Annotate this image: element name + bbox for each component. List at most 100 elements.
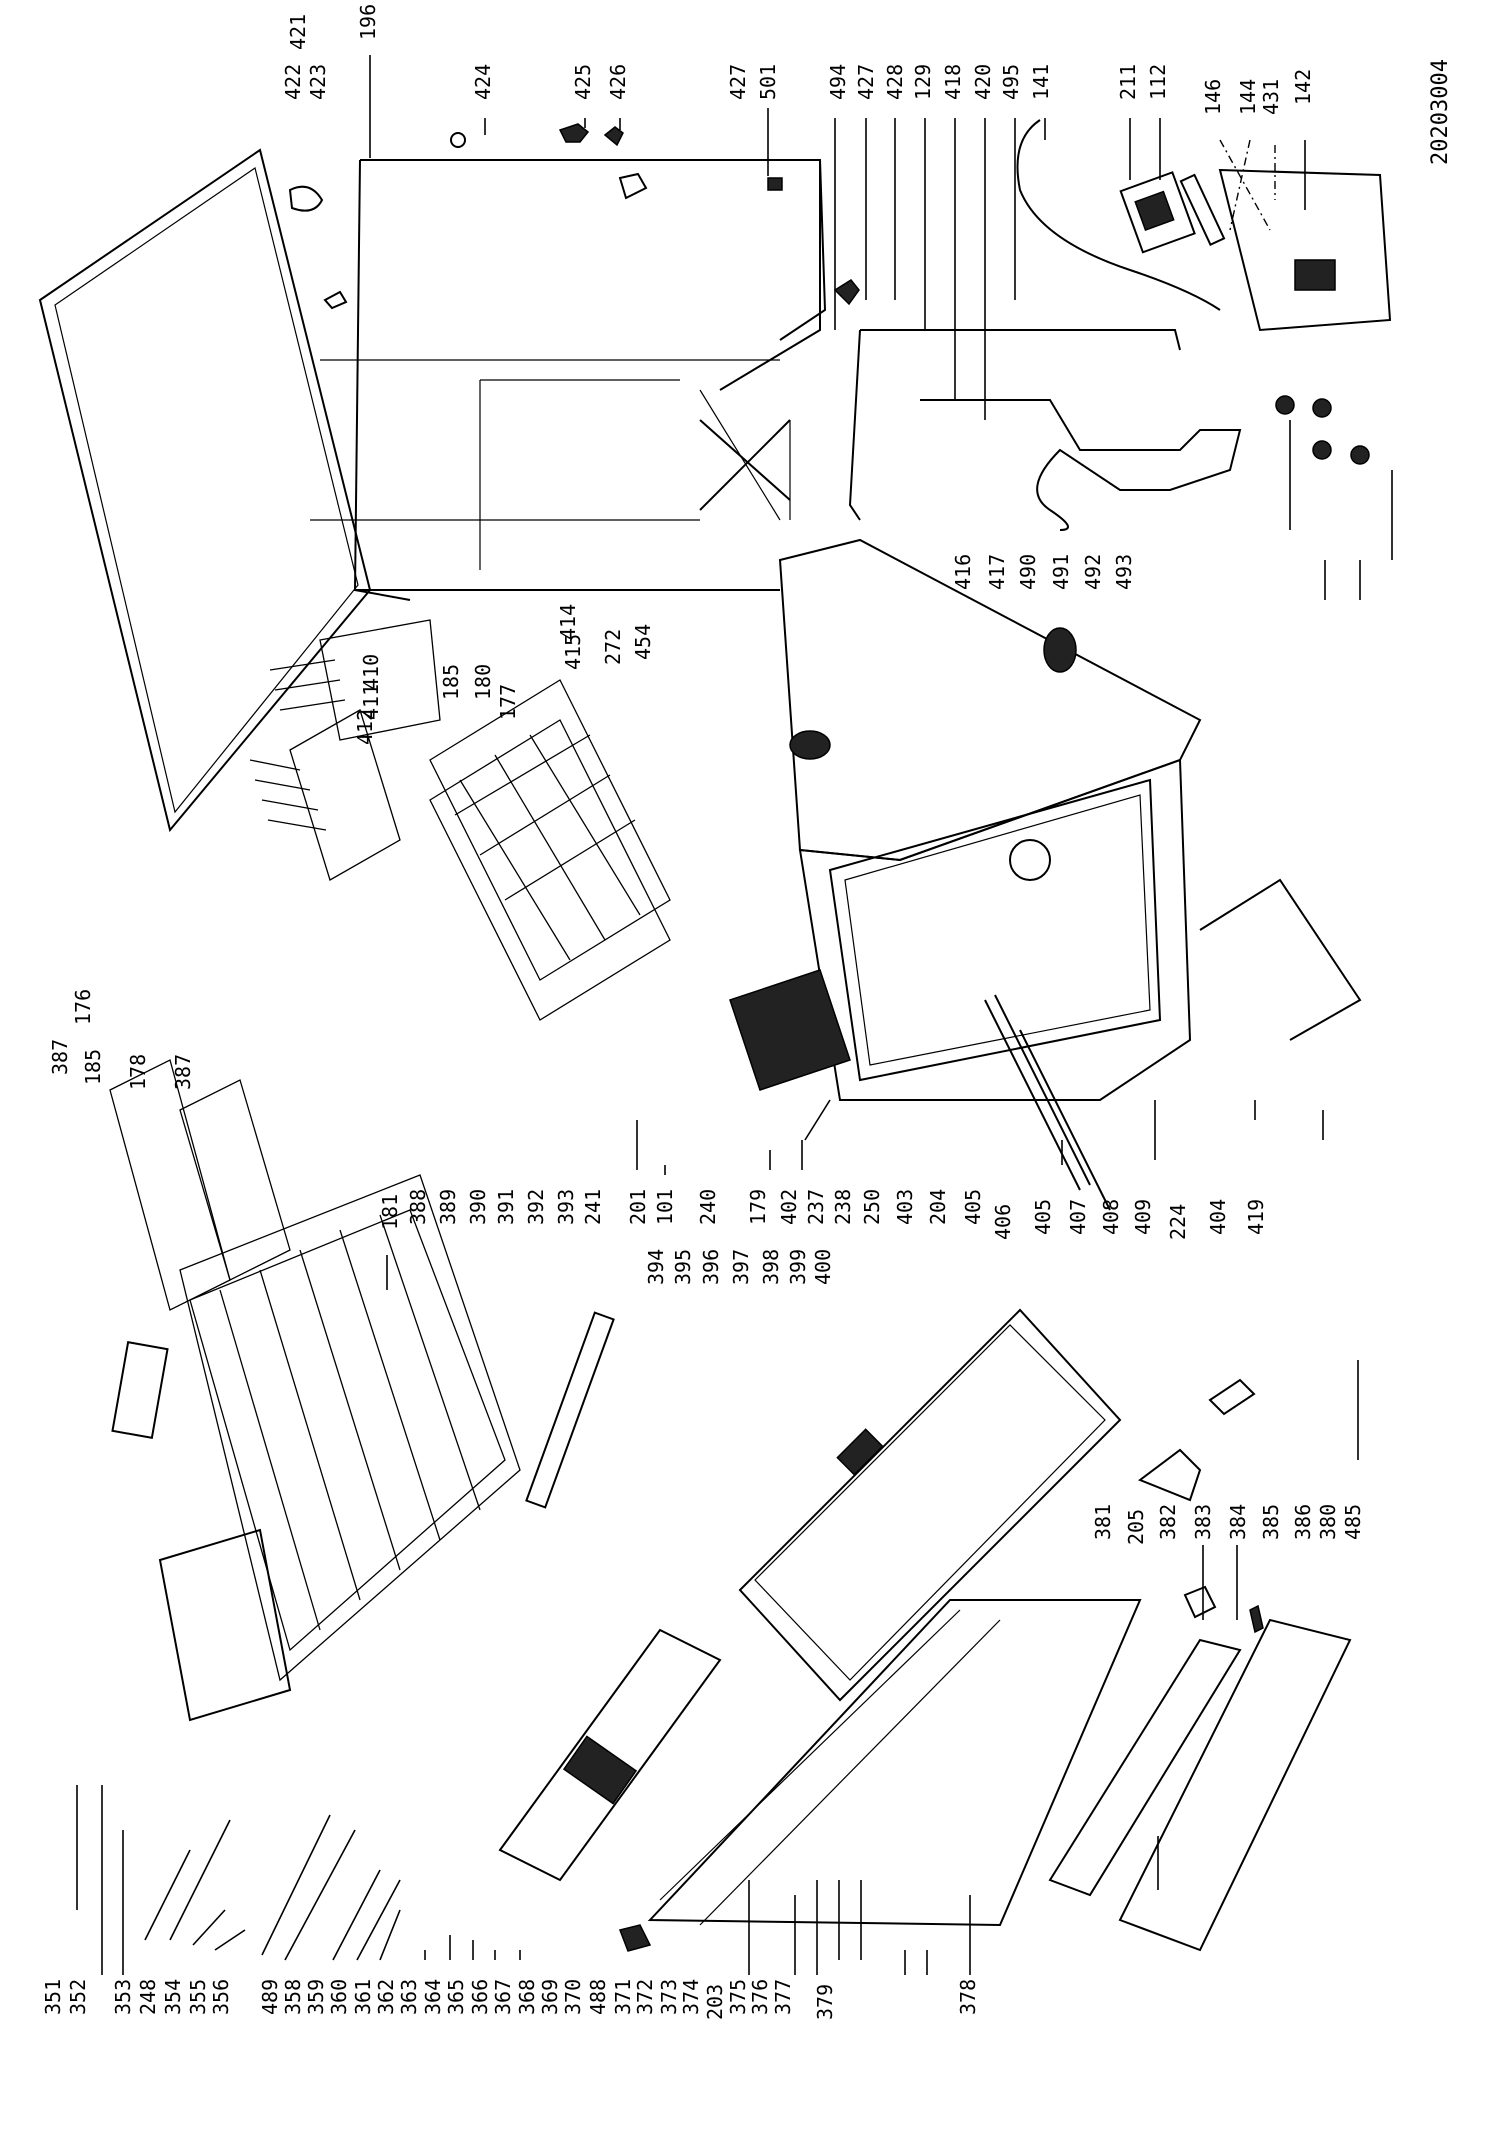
part-label-397: 397 bbox=[729, 1249, 753, 1285]
part-label-488: 488 bbox=[586, 1979, 610, 2015]
part-label-129: 129 bbox=[911, 64, 935, 100]
rails-403-406 bbox=[984, 994, 1111, 1211]
part-label-408: 408 bbox=[1099, 1199, 1123, 1235]
part-label-367: 367 bbox=[491, 1979, 515, 2015]
hardware-501 bbox=[767, 177, 783, 191]
part-label-248: 248 bbox=[136, 1979, 160, 2015]
part-label-177: 177 bbox=[496, 684, 520, 720]
part-label-384: 384 bbox=[1226, 1504, 1250, 1540]
upper-rack bbox=[429, 679, 671, 1021]
part-label-364: 364 bbox=[421, 1979, 445, 2015]
part-label-423: 423 bbox=[306, 64, 330, 100]
part-label-352: 352 bbox=[66, 1979, 90, 2015]
door-hinge-arm-224 bbox=[1199, 878, 1362, 1041]
part-label-404: 404 bbox=[1206, 1199, 1230, 1235]
part-label-369: 369 bbox=[538, 1979, 562, 2015]
part-label-372: 372 bbox=[633, 1979, 657, 2015]
part-label-400: 400 bbox=[811, 1249, 835, 1285]
part-label-370: 370 bbox=[561, 1979, 585, 2015]
part-label-396: 396 bbox=[699, 1249, 723, 1285]
part-label-224: 224 bbox=[1166, 1204, 1190, 1240]
part-label-416: 416 bbox=[951, 554, 975, 590]
part-label-250: 250 bbox=[860, 1189, 884, 1225]
control-panel-348 bbox=[498, 1628, 722, 1882]
part-label-402: 402 bbox=[777, 1189, 801, 1225]
part-label-425: 425 bbox=[571, 64, 595, 100]
tub-272 bbox=[778, 538, 1202, 1101]
part-label-101: 101 bbox=[653, 1189, 677, 1225]
part-label-383: 383 bbox=[1191, 1504, 1215, 1540]
part-label-406: 406 bbox=[991, 1204, 1015, 1240]
part-label-389: 389 bbox=[436, 1189, 460, 1225]
part-label-205: 205 bbox=[1124, 1509, 1148, 1545]
part-label-366: 366 bbox=[468, 1979, 492, 2015]
part-label-490: 490 bbox=[1016, 554, 1040, 590]
part-label-411: 411 bbox=[359, 684, 383, 720]
leader-lines bbox=[76, 55, 1393, 1975]
tine-rack-180 bbox=[269, 619, 441, 741]
cabinet-frame bbox=[310, 159, 827, 601]
cutlery-holder-353 bbox=[158, 1528, 292, 1722]
part-label-454: 454 bbox=[631, 624, 655, 660]
part-label-376: 376 bbox=[748, 1979, 772, 2015]
part-label-354: 354 bbox=[161, 1979, 185, 2015]
part-label-180: 180 bbox=[471, 664, 495, 700]
part-label-176: 176 bbox=[71, 989, 95, 1025]
part-label-405: 405 bbox=[1031, 1199, 1055, 1235]
part-label-421: 421 bbox=[286, 14, 310, 50]
part-label-112: 112 bbox=[1146, 64, 1170, 100]
part-label-424: 424 bbox=[471, 64, 495, 100]
part-label-373: 373 bbox=[657, 1979, 681, 2015]
part-label-360: 360 bbox=[327, 1979, 351, 2015]
part-label-146: 146 bbox=[1201, 79, 1225, 115]
part-label-201: 201 bbox=[626, 1189, 650, 1225]
part-label-375: 375 bbox=[726, 1979, 750, 2015]
part-label-418: 418 bbox=[941, 64, 965, 100]
part-label-385: 385 bbox=[1259, 1504, 1283, 1540]
part-label-391: 391 bbox=[494, 1189, 518, 1225]
part-label-196: 196 bbox=[356, 4, 380, 40]
part-label-142: 142 bbox=[1291, 69, 1315, 105]
door-handle-364 bbox=[618, 1924, 652, 1952]
part-label-493: 493 bbox=[1112, 554, 1136, 590]
hinge-parts-381-386 bbox=[1137, 1378, 1264, 1634]
part-label-241: 241 bbox=[581, 1189, 605, 1225]
part-label-388: 388 bbox=[406, 1189, 430, 1225]
part-label-211: 211 bbox=[1116, 64, 1140, 100]
part-label-393: 393 bbox=[554, 1189, 578, 1225]
part-label-392: 392 bbox=[524, 1189, 548, 1225]
part-label-410: 410 bbox=[359, 654, 383, 690]
valve-428 bbox=[833, 279, 860, 306]
part-label-387: 387 bbox=[48, 1039, 72, 1075]
part-label-144: 144 bbox=[1236, 79, 1260, 115]
lower-rack-181 bbox=[179, 1174, 521, 1682]
part-label-353: 353 bbox=[111, 1979, 135, 2015]
part-label-362: 362 bbox=[374, 1979, 398, 2015]
part-label-356: 356 bbox=[209, 1979, 233, 2015]
part-label-491: 491 bbox=[1049, 554, 1073, 590]
part-label-380: 380 bbox=[1316, 1504, 1340, 1540]
hardware-425 bbox=[558, 123, 590, 143]
part-label-407: 407 bbox=[1066, 1199, 1090, 1235]
hardware-427-bracket bbox=[618, 172, 648, 200]
capacitor-112 bbox=[1179, 173, 1226, 247]
part-label-417: 417 bbox=[985, 554, 1009, 590]
part-label-426: 426 bbox=[606, 64, 630, 100]
part-label-238: 238 bbox=[831, 1189, 855, 1225]
part-label-351: 351 bbox=[41, 1979, 65, 2015]
part-label-386: 386 bbox=[1291, 1504, 1315, 1540]
part-label-361: 361 bbox=[351, 1979, 375, 2015]
part-label-272: 272 bbox=[601, 629, 625, 665]
part-label-415: 415 bbox=[561, 634, 585, 670]
knobs-490-493 bbox=[1275, 395, 1370, 465]
worktop-panel bbox=[38, 148, 372, 833]
power-cable-141 bbox=[1016, 119, 1221, 311]
part-label-420: 420 bbox=[971, 64, 995, 100]
part-label-237: 237 bbox=[804, 1189, 828, 1225]
part-label-390: 390 bbox=[466, 1189, 490, 1225]
part-label-489: 489 bbox=[258, 1979, 282, 2015]
part-label-414: 414 bbox=[556, 604, 580, 640]
spray-arm-392 bbox=[525, 1311, 615, 1509]
hardware-424 bbox=[450, 132, 466, 148]
